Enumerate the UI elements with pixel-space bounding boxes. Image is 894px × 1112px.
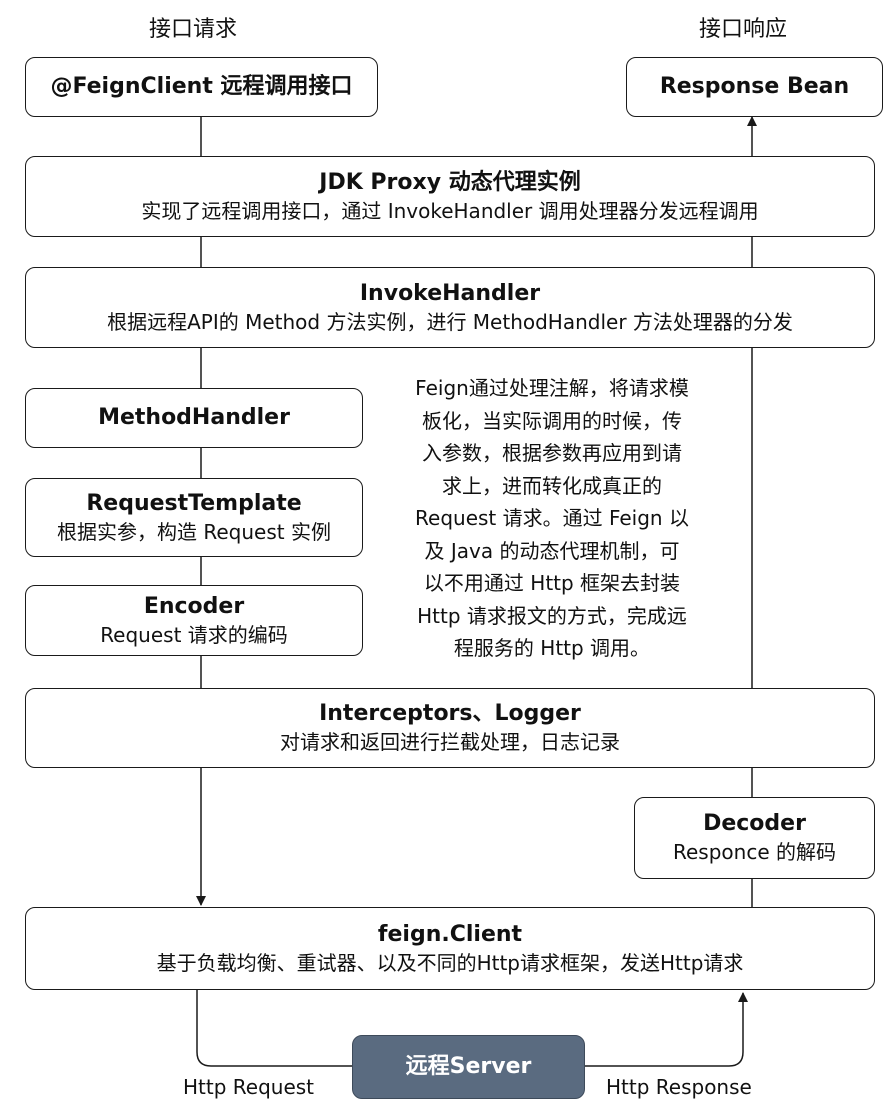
invoke-handler-title: InvokeHandler — [359, 280, 541, 306]
interceptors-logger-subtitle: 对请求和返回进行拦截处理，日志记录 — [280, 730, 620, 754]
note-line: 入参数，根据参数再应用到请 — [422, 441, 682, 465]
method-handler-title: MethodHandler — [98, 405, 290, 430]
note-line: Http 请求报文的方式，完成远 — [417, 603, 687, 628]
note-line: 以不用通过 Http 框架去封装 — [423, 571, 681, 595]
decoder-title: Decoder — [703, 811, 806, 836]
decoder-subtitle: Responce 的解码 — [673, 840, 836, 864]
remote-server-title: 远程Server — [405, 1054, 532, 1079]
request-template-subtitle: 根据实参，构造 Request 实例 — [57, 519, 331, 544]
interceptors-logger-title: Interceptors、Logger — [319, 701, 581, 726]
feign-client-interface-box: @FeignClient 远程调用接口 — [25, 57, 378, 117]
request-template-title: RequestTemplate — [86, 490, 302, 516]
jdk-proxy-title: JDK Proxy 动态代理实例 — [319, 169, 581, 195]
note-line: 及 Java 的动态代理机制，可 — [424, 538, 680, 563]
method-handler-box: MethodHandler — [25, 388, 363, 448]
feign-description-note: Feign通过处理注解，将请求模 板化，当实际调用的时候，传 入参数，根据参数再… — [378, 372, 726, 665]
wire-http-request — [196, 990, 352, 1067]
feign-client-subtitle: 基于负载均衡、重试器、以及不同的Http请求框架，发送Http请求 — [156, 950, 744, 975]
encoder-subtitle: Request 请求的编码 — [100, 622, 288, 647]
encoder-title: Encoder — [143, 593, 245, 619]
http-request-label: Http Request — [183, 1075, 315, 1099]
response-bean-box: Response Bean — [626, 57, 883, 117]
encoder-box: Encoder Request 请求的编码 — [25, 585, 363, 656]
jdk-proxy-subtitle: 实现了远程调用接口，通过 InvokeHandler 调用处理器分发远程调用 — [141, 198, 759, 223]
note-line: 程服务的 Http 调用。 — [453, 636, 651, 660]
response-bean-title: Response Bean — [659, 74, 850, 99]
request-template-box: RequestTemplate 根据实参，构造 Request 实例 — [25, 478, 363, 557]
feign-client-title: feign.Client — [377, 921, 523, 947]
response-header-label: 接口响应 — [699, 17, 788, 42]
request-header-label: 接口请求 — [149, 17, 238, 42]
note-line: 求上，进而转化成真正的 — [442, 473, 662, 498]
jdk-proxy-box: JDK Proxy 动态代理实例 实现了远程调用接口，通过 InvokeHand… — [25, 156, 875, 237]
feign-client-box: feign.Client 基于负载均衡、重试器、以及不同的Http请求框架，发送… — [25, 907, 875, 990]
note-line: Request 请求。通过 Feign 以 — [415, 506, 689, 530]
decoder-box: Decoder Responce 的解码 — [634, 797, 875, 879]
note-line: 板化，当实际调用的时候，传 — [422, 408, 682, 433]
invoke-handler-subtitle: 根据远程API的 Method 方法实例，进行 MethodHandler 方法… — [107, 309, 793, 334]
wire-http-response — [585, 992, 748, 1067]
interceptors-logger-box: Interceptors、Logger 对请求和返回进行拦截处理，日志记录 — [25, 688, 875, 768]
note-line: Feign通过处理注解，将请求模 — [415, 376, 689, 400]
remote-server-box: 远程Server — [352, 1035, 585, 1099]
invoke-handler-box: InvokeHandler 根据远程API的 Method 方法实例，进行 Me… — [25, 267, 875, 348]
http-response-label: Http Response — [606, 1075, 752, 1099]
feign-client-interface-title: @FeignClient 远程调用接口 — [50, 74, 353, 99]
